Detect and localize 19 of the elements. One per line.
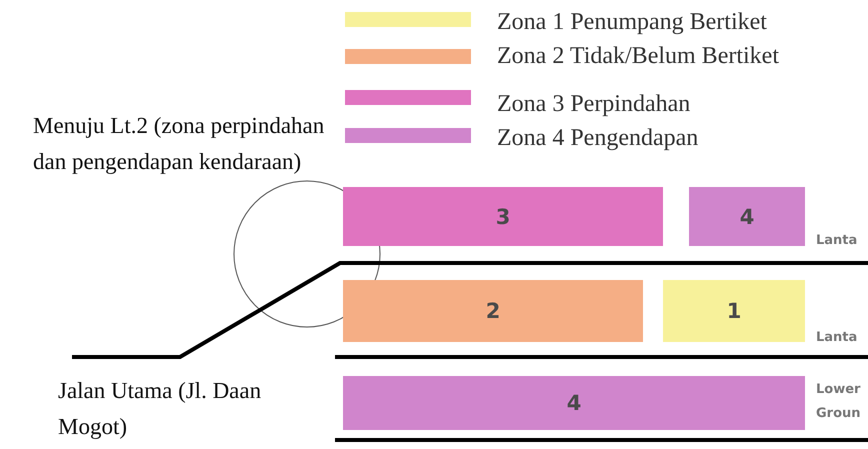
floor-label: Lanta — [816, 329, 858, 347]
zone-block — [343, 376, 805, 430]
zone-number: 4 — [740, 204, 754, 228]
zone-number: 1 — [726, 299, 742, 323]
zone-number: 3 — [496, 204, 510, 228]
note-text: Jalan Utama (Jl. Daan Mogot) — [58, 377, 262, 441]
legend-text: Zona 3 Perpindahan — [497, 92, 690, 116]
floor-label: Lower Groun — [816, 381, 862, 423]
legend-text: Zona 1 Penumpang Bertiket — [497, 10, 767, 34]
legend-text: Zona 4 Pengendapan — [497, 126, 698, 150]
zone-block — [689, 187, 805, 246]
zone-block — [663, 280, 805, 342]
legend-text: Zona 2 Tidak/Belum Bertiket — [497, 44, 779, 68]
floor-label: Lanta — [816, 232, 858, 250]
zone-number: 4 — [566, 391, 582, 415]
zone-block — [343, 187, 663, 246]
zone-number: 2 — [486, 299, 500, 323]
note-text: Menuju Lt.2 (zona perpindahan dan pengendapan kendaraan) — [33, 112, 326, 176]
zone-block — [343, 280, 643, 342]
